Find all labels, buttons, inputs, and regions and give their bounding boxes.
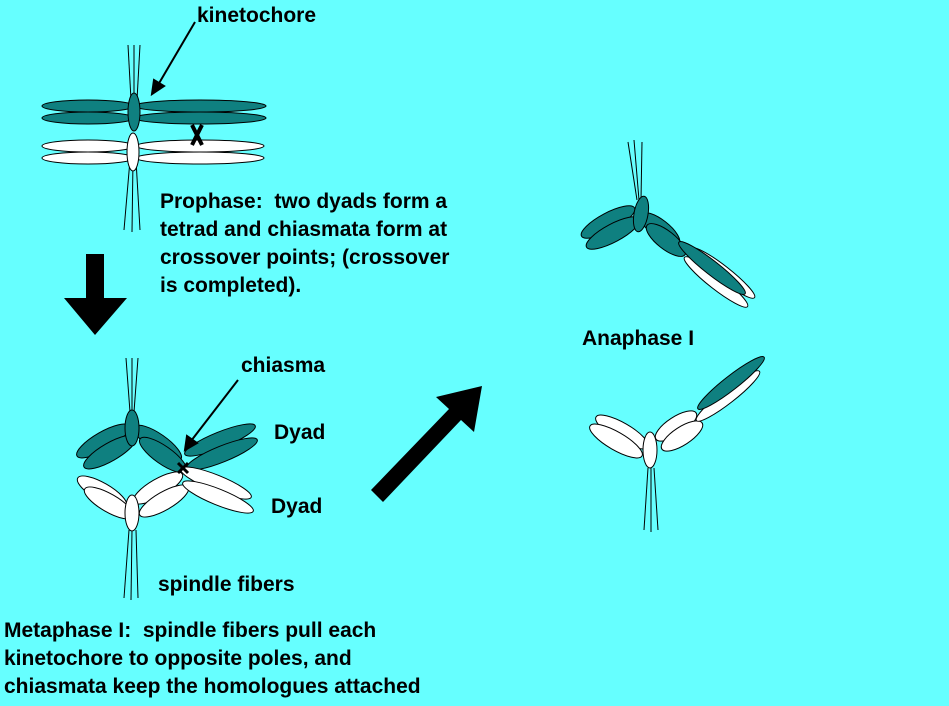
anaphase-upper-spindle-fibers [627, 139, 643, 201]
dyad-label-top: Dyad [274, 421, 326, 444]
spindle-fibers-label: spindle fibers [158, 573, 295, 596]
anaphase-label: Anaphase I [582, 327, 695, 350]
kinetochore-pointer-arrow [150, 21, 196, 97]
prophase-spindle-fibers [123, 44, 141, 233]
down-arrow-icon [64, 254, 127, 335]
kinetochore-label: kinetochore [197, 4, 317, 27]
dyad-label-bottom: Dyad [271, 495, 323, 518]
anaphase-lower-spindle-fibers [643, 467, 659, 532]
prophase-dark-dyad [41, 92, 267, 132]
chiasma-label: chiasma [241, 354, 326, 377]
prophase-kinetochore-dark [127, 92, 141, 132]
anaphase-upper-dark-chromatids [580, 195, 746, 295]
anaphase-upper-kinetochore [632, 195, 650, 233]
diagonal-arrow-icon [371, 386, 482, 502]
metaphase-tetrad [76, 357, 258, 601]
prophase-light-dyad [41, 132, 265, 172]
anaphase-lower-light-chromatids [589, 370, 761, 459]
metaphase-caption: Metaphase I: spindle fibers pull each ki… [4, 619, 421, 698]
metaphase-light-dyad [76, 466, 254, 532]
chiasma-marker [176, 461, 190, 475]
chiasma-pointer-arrow [183, 379, 239, 452]
metaphase-kinetochore-light [124, 494, 140, 532]
prophase-kinetochore-light [126, 132, 140, 172]
prophase-tetrad [41, 21, 267, 233]
metaphase-spindle-fibers [123, 357, 139, 601]
metaphase-dark-dyad [76, 409, 258, 474]
anaphase-lower-kinetochore [642, 431, 658, 469]
prophase-caption: Prophase: two dyads form a tetrad and ch… [160, 190, 450, 297]
anaphase-lower-chromosome [589, 356, 765, 532]
anaphase-upper-chromosome [580, 139, 756, 308]
prophase-chiasma [190, 124, 204, 146]
metaphase-kinetochore-dark [124, 409, 140, 447]
